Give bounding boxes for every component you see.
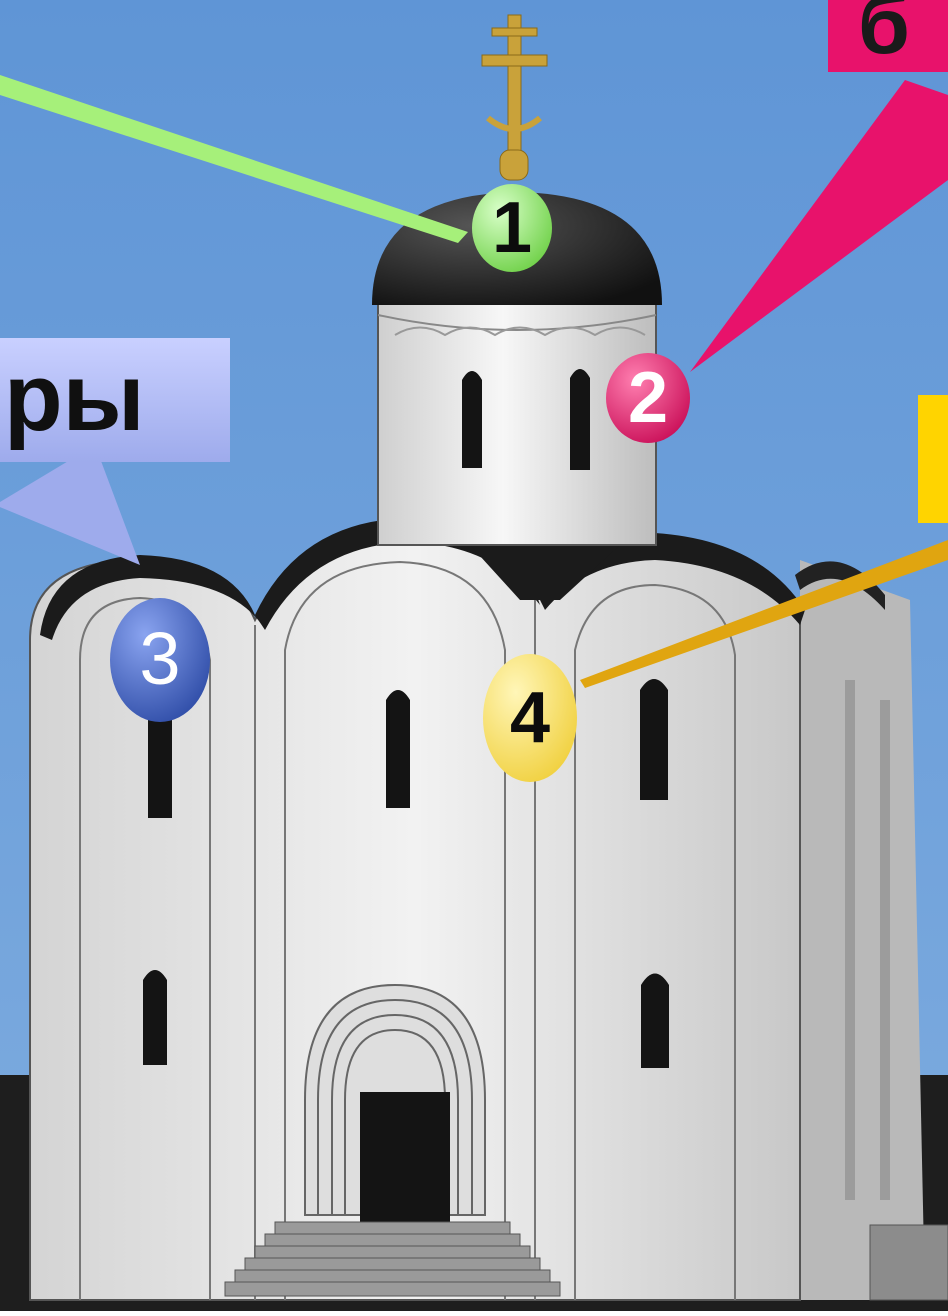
side-wall <box>800 560 925 1300</box>
label-top-right: б <box>858 0 948 70</box>
label-right <box>920 400 948 510</box>
marker-2-number: 2 <box>622 362 674 434</box>
portal <box>305 985 485 1222</box>
marker-4-number: 4 <box>500 682 560 754</box>
door <box>360 1092 450 1222</box>
marker-3-number: 3 <box>130 622 190 696</box>
marker-1-number: 1 <box>486 192 538 264</box>
label-left: ры <box>4 350 224 460</box>
